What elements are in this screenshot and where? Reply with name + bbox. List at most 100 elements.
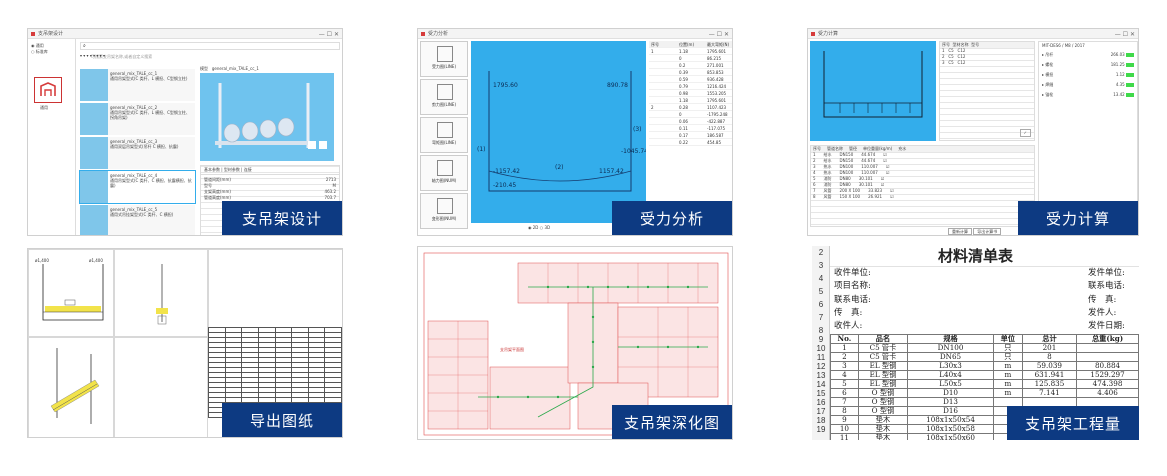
- analysis-canvas[interactable]: 1795.60 890.78 -1045.74 -1157.42 1157.42…: [471, 41, 648, 223]
- table-row[interactable]: 0.06-422.887: [649, 118, 732, 125]
- row-number[interactable]: 17: [816, 407, 826, 416]
- radio-standard[interactable]: ○ 标准库: [31, 49, 48, 54]
- table-row[interactable]: 0.11-117.075: [649, 125, 732, 132]
- rack-canvas[interactable]: [810, 41, 936, 141]
- window-controls[interactable]: — ☐ ✕: [1114, 31, 1135, 38]
- table-cell[interactable]: 11: [830, 433, 859, 440]
- row-number[interactable]: 8: [818, 326, 824, 335]
- table-cell[interactable]: 垫木: [857, 433, 909, 440]
- row-number[interactable]: 19: [816, 425, 826, 434]
- check-row[interactable]: ▸ 锚栓 13.42: [1039, 90, 1137, 100]
- row-number[interactable]: 15: [816, 389, 826, 398]
- tool-moment-diagram[interactable]: 弯矩图(LINE): [420, 117, 468, 153]
- window-controls[interactable]: — ☐ ✕: [318, 31, 339, 38]
- view-toggle[interactable]: ◉ 2D ○ 3D: [528, 225, 551, 230]
- row-number[interactable]: 4: [818, 274, 824, 283]
- fill-water-checkbox[interactable]: ☑: [885, 164, 890, 169]
- row-number[interactable]: 16: [816, 398, 826, 407]
- fill-water-checkbox[interactable]: ☑: [883, 152, 887, 157]
- recalculate-button[interactable]: 重新计算: [948, 228, 972, 235]
- row-number[interactable]: 9: [818, 335, 824, 344]
- model-preview-3d[interactable]: [200, 73, 334, 161]
- row-number[interactable]: 7: [818, 313, 824, 322]
- row-number[interactable]: 11: [816, 353, 826, 362]
- row-number[interactable]: 18: [816, 416, 826, 425]
- fill-water-checkbox[interactable]: ☑: [883, 158, 887, 163]
- search-input[interactable]: 可搜索支吊架名称,或者自定义搜索 ⌕: [80, 42, 340, 59]
- table-cell[interactable]: 7.141: [1021, 388, 1078, 398]
- radio-general[interactable]: ◉ 通用: [31, 43, 44, 48]
- front-view[interactable]: ø1,400 ø1,400: [28, 249, 114, 337]
- check-row[interactable]: ▸ 横担 1.12: [1039, 70, 1137, 80]
- table-row[interactable]: 3 C5 C12: [942, 60, 966, 65]
- window-controls[interactable]: — ☐ ✕: [708, 31, 729, 38]
- table-row[interactable]: 0-1795.248: [649, 111, 732, 118]
- tool-deformation-diagram[interactable]: 变形图(NUM): [420, 193, 468, 229]
- filter-bar[interactable]: ▾ ▾ ▾ ▾ ▾ ▾ ▾ ▾: [80, 53, 105, 58]
- table-cell[interactable]: [1076, 343, 1139, 353]
- tool-axial-diagram[interactable]: 轴力图(NUM): [420, 155, 468, 191]
- tool-shear-diagram[interactable]: 剪力图(LINE): [420, 79, 468, 115]
- column-header[interactable]: 总重(kg): [1076, 334, 1139, 344]
- table-row[interactable]: 1 C5 C12: [942, 48, 966, 53]
- property-row[interactable]: 支架高度(mm) 463.2: [204, 189, 336, 194]
- row-number[interactable]: 2: [818, 248, 824, 257]
- property-row[interactable]: 管道间距(mm) 2713: [204, 177, 336, 182]
- row-number[interactable]: 6: [818, 300, 824, 309]
- fill-water-checkbox[interactable]: ☑: [880, 182, 885, 187]
- side-view[interactable]: [114, 249, 208, 337]
- cad-floorplan[interactable]: 支吊架平面图: [418, 247, 733, 440]
- tool-force-diagram[interactable]: 受力图(LINE): [420, 41, 468, 77]
- property-row[interactable]: 管道高度(mm) 703.7: [204, 195, 336, 200]
- fill-water-checkbox[interactable]: ☑: [880, 176, 885, 181]
- preview-tab[interactable]: 模型: [200, 66, 208, 71]
- row-number[interactable]: 12: [816, 362, 826, 371]
- table-cell[interactable]: 108x1x50x60: [907, 433, 994, 440]
- row-number[interactable]: 3: [818, 261, 824, 270]
- check-row[interactable]: ▸ 焊缝 4.35: [1039, 80, 1137, 90]
- table-cell[interactable]: 4.406: [1076, 388, 1139, 398]
- fill-water-checkbox[interactable]: ☑: [885, 170, 890, 175]
- property-tabs[interactable]: 基本参数 | 型材参数 | 连接: [201, 166, 339, 175]
- confirm-button[interactable]: ✓: [1019, 129, 1031, 137]
- check-row[interactable]: ▸ 吊杆 266.03: [1039, 50, 1137, 60]
- general-category-button[interactable]: [34, 77, 62, 103]
- fill-water-checkbox[interactable]: ☑: [890, 194, 894, 199]
- row-number[interactable]: 10: [816, 344, 826, 353]
- table-row[interactable]: 2 C5 C12: [942, 54, 966, 59]
- export-report-button[interactable]: 导出计算书: [973, 228, 1002, 235]
- property-row[interactable]: 型号 M: [204, 183, 336, 188]
- row-number[interactable]: 13: [816, 371, 826, 380]
- table-cell[interactable]: m: [992, 388, 1023, 398]
- iso-view[interactable]: [28, 337, 114, 437]
- check-row[interactable]: ▸ 螺栓 181.25: [1039, 60, 1137, 70]
- row-number[interactable]: 5: [818, 287, 824, 296]
